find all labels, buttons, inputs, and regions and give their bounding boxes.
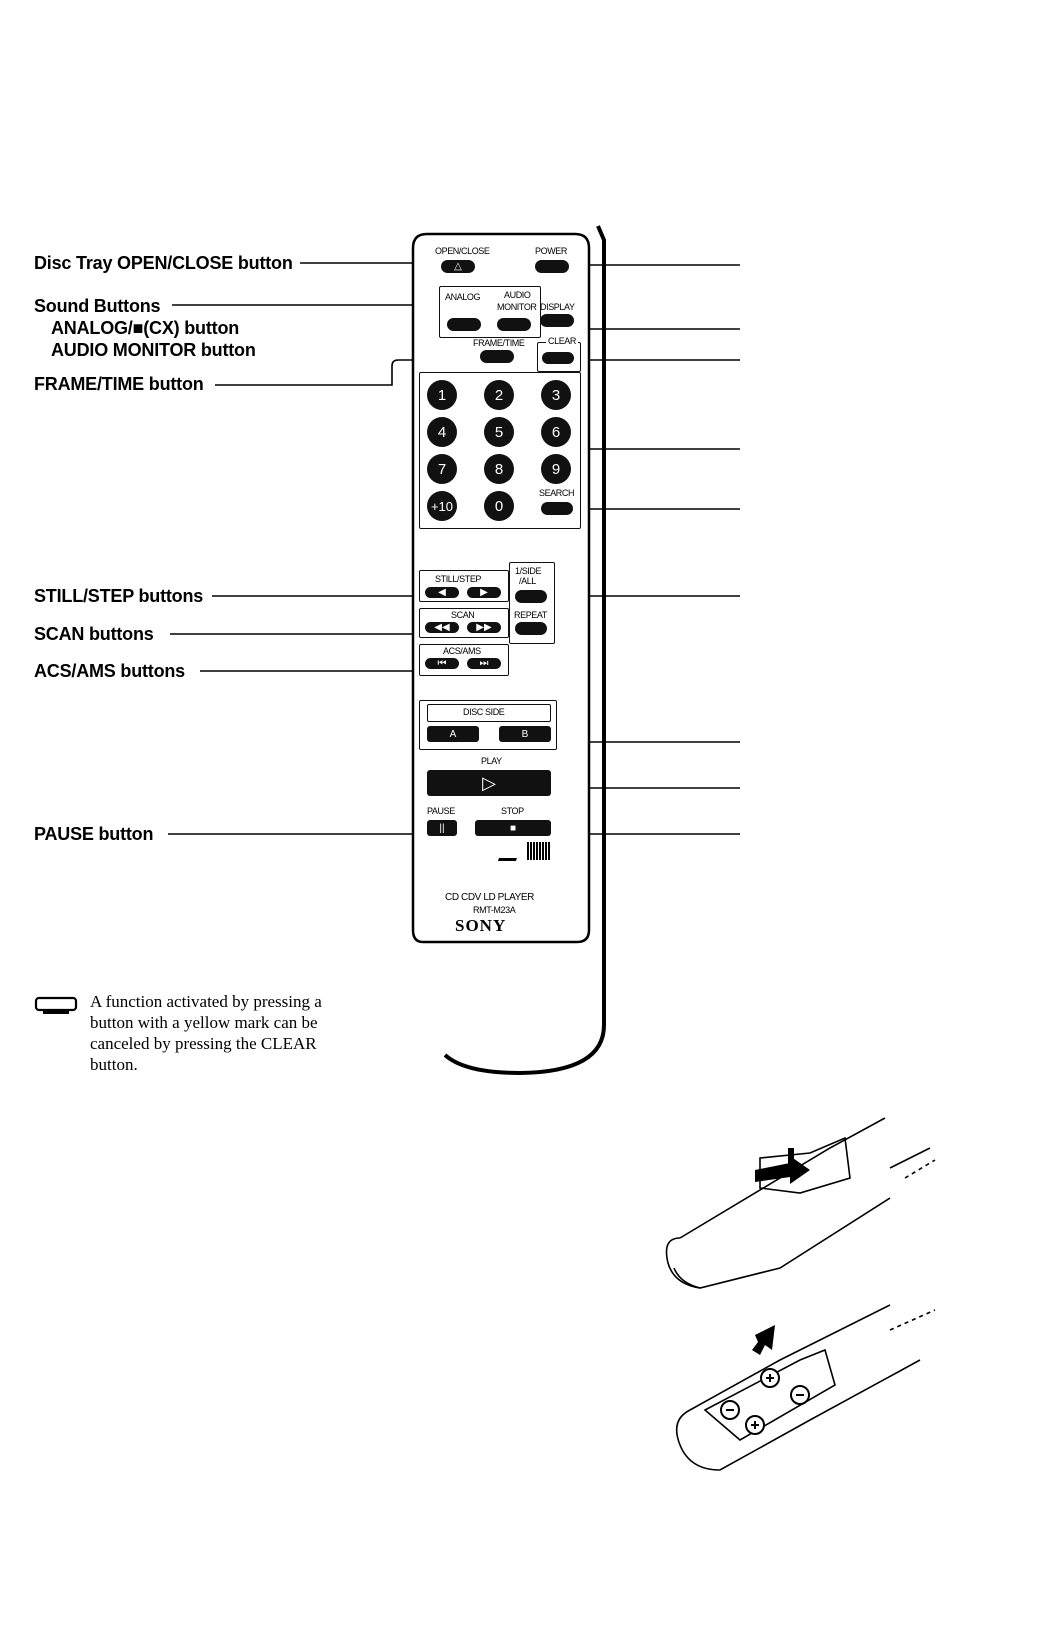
- pause-text: PAUSE: [427, 806, 455, 816]
- audio-monitor-button[interactable]: [497, 318, 531, 331]
- still-step-text: STILL/STEP: [435, 574, 482, 584]
- number-5-button[interactable]: 5: [484, 417, 514, 447]
- model-line-1: CD CDV LD PLAYER: [445, 892, 534, 903]
- number-4-button[interactable]: 4: [427, 417, 457, 447]
- analog-button[interactable]: [447, 318, 481, 331]
- open-close-button[interactable]: △: [441, 260, 475, 273]
- display-button[interactable]: [540, 314, 574, 327]
- scan-back-button[interactable]: ◀◀: [425, 622, 459, 633]
- number-8-button[interactable]: 8: [484, 454, 514, 484]
- disc-side-text: DISC SIDE: [463, 707, 505, 717]
- audio-text: AUDIO: [504, 290, 531, 300]
- pause-button[interactable]: ||: [427, 820, 457, 836]
- number-pad-box: [419, 372, 581, 529]
- audio-monitor-label: AUDIO MONITOR button: [51, 340, 256, 360]
- frame-time-text: FRAME/TIME: [473, 338, 525, 348]
- number-3-button[interactable]: 3: [541, 380, 571, 410]
- battery-insertion-illustration: [675, 1304, 936, 1471]
- side-text: 1/SIDE: [515, 566, 542, 576]
- disc-tray-label: Disc Tray OPEN/CLOSE button: [34, 253, 293, 273]
- clear-button[interactable]: [542, 352, 574, 364]
- clear-note: A function activated by pressing a butto…: [90, 992, 322, 1074]
- power-text: POWER: [535, 246, 568, 256]
- stop-button[interactable]: ■: [475, 820, 551, 836]
- stop-text: STOP: [501, 806, 524, 816]
- acs-ams-label: ACS/AMS buttons: [34, 661, 185, 681]
- frame-time-label: FRAME/TIME button: [34, 374, 204, 394]
- still-step-back-button[interactable]: ◀: [425, 587, 459, 598]
- side-all-button[interactable]: [515, 590, 547, 603]
- compact-disc-logo: [527, 842, 551, 860]
- side-repeat-box: [509, 562, 555, 644]
- sound-buttons-label: Sound Buttons: [34, 296, 161, 316]
- remote-body: [411, 232, 591, 944]
- sound-buttons-box: [439, 286, 541, 338]
- side-a-button[interactable]: A: [427, 726, 479, 742]
- scan-label: SCAN buttons: [34, 624, 154, 644]
- play-button[interactable]: ▷: [427, 770, 551, 796]
- monitor-text: MONITOR: [497, 302, 537, 312]
- number-1-button[interactable]: 1: [427, 380, 457, 410]
- number-6-button[interactable]: 6: [541, 417, 571, 447]
- still-step-box: [419, 570, 509, 602]
- acs-ams-text: ACS/AMS: [443, 646, 481, 656]
- still-step-forward-button[interactable]: ▶: [467, 587, 501, 598]
- power-button[interactable]: [535, 260, 569, 273]
- play-text: PLAY: [481, 756, 502, 766]
- scan-text: SCAN: [451, 610, 475, 620]
- model-line-2: RMT-M23A: [473, 905, 516, 915]
- sony-brand: SONY: [455, 916, 507, 935]
- disc-side-box: [419, 700, 557, 750]
- search-text: SEARCH: [539, 488, 575, 498]
- ams-back-button[interactable]: ⏮: [425, 658, 459, 669]
- open-close-text: OPEN/CLOSE: [435, 246, 490, 256]
- repeat-text: REPEAT: [514, 610, 547, 620]
- side-b-button[interactable]: B: [499, 726, 551, 742]
- pause-label: PAUSE button: [34, 824, 154, 844]
- search-button[interactable]: [541, 502, 573, 515]
- number-2-button[interactable]: 2: [484, 380, 514, 410]
- disc-side-label-box: [427, 704, 551, 722]
- battery-cover-illustration: [665, 1117, 936, 1289]
- scan-forward-button[interactable]: ▶▶: [467, 622, 501, 633]
- number-plus10-button[interactable]: +10: [427, 491, 457, 521]
- analog-cx-label: ANALOG/■(CX) button: [51, 318, 240, 338]
- note-remote-icon: [34, 996, 78, 1014]
- number-7-button[interactable]: 7: [427, 454, 457, 484]
- scan-box: [419, 608, 509, 638]
- still-step-label: STILL/STEP buttons: [34, 586, 204, 606]
- repeat-button[interactable]: [515, 622, 547, 635]
- frame-time-button[interactable]: [480, 350, 514, 363]
- number-0-button[interactable]: 0: [484, 491, 514, 521]
- analog-text: ANALOG: [445, 292, 481, 302]
- clear-text: CLEAR: [546, 336, 579, 346]
- ams-forward-button[interactable]: ⏭: [467, 658, 501, 669]
- display-text: DISPLAY: [540, 302, 575, 312]
- acs-ams-box: [419, 644, 509, 676]
- number-9-button[interactable]: 9: [541, 454, 571, 484]
- all-text: /ALL: [519, 576, 536, 586]
